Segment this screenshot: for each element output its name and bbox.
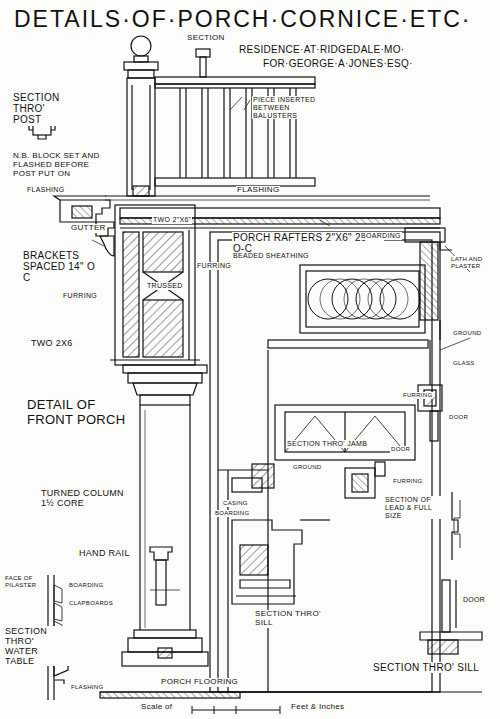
callout-label: TRUSSED (146, 282, 184, 290)
porch-floor (100, 692, 482, 698)
jamb-section (405, 228, 452, 441)
callout-label: FURRING (392, 478, 423, 485)
callout-label: LATH AND PLASTER (450, 256, 496, 269)
callout-label: BOARDING (214, 510, 250, 517)
callout-label: DOOR (462, 596, 486, 604)
callout-label: FOR·GEORGE·A·JONES·ESQ· (262, 58, 414, 69)
callout-label: N.B. BLOCK SET AND FLASHED BEFORE POST P… (12, 152, 112, 179)
callout-label: Scale of (140, 703, 173, 712)
callout-label: BOARDING (68, 582, 104, 589)
callout-label: SECTION THRO' SILL (254, 610, 326, 628)
callout-label: SECTION THRO' JAMB (286, 440, 368, 448)
hand-rail-section (150, 547, 172, 605)
callout-label: GROUND (452, 330, 482, 337)
jamb-section-middle (232, 462, 385, 498)
callout-label: PORCH FLOORING (160, 678, 239, 687)
callout-label: PIECE INSERTED BETWEEN BALUSTERS (252, 96, 326, 119)
balustrade (155, 77, 315, 186)
callout-label: FURRING (196, 262, 232, 270)
callout-label: BRACKETS SPACED 14" O C (22, 250, 102, 284)
callout-label: Feet & Inches (290, 703, 345, 712)
callout-label: CLAPBOARDS (68, 600, 114, 607)
callout-label: GUTTER (70, 224, 107, 233)
sill-section (232, 520, 330, 604)
porch-beam (110, 205, 200, 365)
callout-label: FLASHING (236, 186, 280, 195)
callout-label: FURRING (62, 292, 98, 300)
callout-label: RESIDENCE·AT·RIDGEDALE·MO· (238, 44, 405, 55)
callout-label: BOARDING (360, 232, 402, 240)
callout-label: GROUND (292, 464, 322, 471)
callout-label: BEADED SHEATHING (232, 252, 310, 260)
entry-frame (210, 232, 440, 692)
callout-label: SECTION THRO' SILL (372, 662, 480, 673)
callout-label: SECTION THRO' POST (12, 92, 76, 126)
leader-lines (92, 97, 470, 350)
sheet-title: DETAILS·OF·PORCH·CORNICE·ETC· (14, 6, 472, 33)
callout-label: DOOR (448, 414, 469, 421)
cornice (54, 196, 440, 256)
transom-tracery (308, 279, 420, 319)
newel-post (124, 36, 158, 196)
callout-label: FURRING (402, 392, 433, 399)
door-sill (420, 580, 482, 654)
callout-label: GLASS (452, 360, 476, 367)
callout-label: CASING (222, 500, 249, 507)
callout-label: DOOR (390, 446, 411, 453)
lead-section (452, 492, 460, 560)
callout-label: SECTION OF LEAD & FULL SIZE (384, 496, 448, 519)
callout-label: HAND RAIL (78, 548, 131, 558)
callout-label: TWO 2X6 (30, 338, 74, 348)
callout-label: TURNED COLUMN 1½ CORE (40, 488, 132, 508)
callout-label: SECTION THRO' WATER TABLE (4, 626, 70, 666)
callout-label: DETAIL OF FRONT PORCH (26, 398, 132, 427)
callout-label: FLASHING (26, 186, 65, 194)
baluster-section (196, 49, 210, 77)
turned-column (122, 365, 208, 666)
callout-label: FACE OF PILASTER (4, 575, 46, 588)
callout-label: SECTION (186, 34, 226, 43)
scale-bar (192, 706, 280, 714)
callout-label: FLASHING (70, 684, 104, 691)
callout-label: TWO 2"X6" (152, 216, 192, 224)
